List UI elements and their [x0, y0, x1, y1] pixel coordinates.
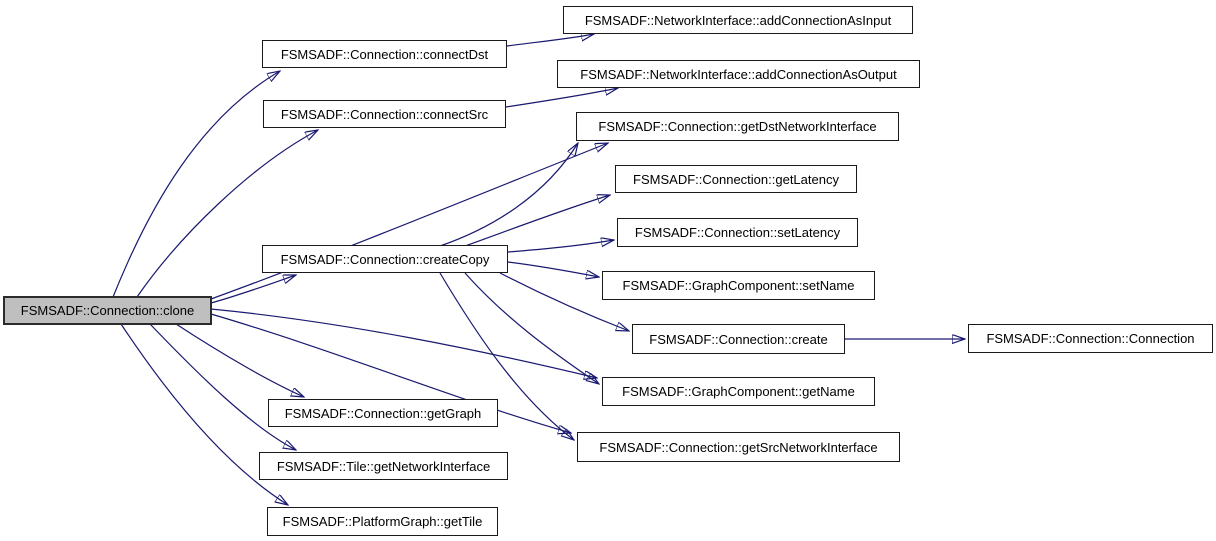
edge-clone-to-tileGetNetworkInterface — [149, 323, 296, 450]
node-connection-getSrcNetworkInterface[interactable]: FSMSADF::Connection::getSrcNetworkInterf… — [577, 432, 900, 462]
node-connection-create-label: FSMSADF::Connection::create — [649, 331, 828, 347]
edge-clone-to-createCopy — [210, 275, 296, 304]
node-connection-getLatency-label: FSMSADF::Connection::getLatency — [633, 171, 839, 187]
node-networkInterface-addConnectionAsInput[interactable]: FSMSADF::NetworkInterface::addConnection… — [563, 6, 913, 34]
node-graphComponent-getName[interactable]: FSMSADF::GraphComponent::getName — [602, 377, 875, 406]
node-connection-getSrcNetworkInterface-label: FSMSADF::Connection::getSrcNetworkInterf… — [599, 439, 878, 455]
node-connection-clone-label: FSMSADF::Connection::clone — [20, 303, 195, 318]
node-connection-getDstNetworkInterface[interactable]: FSMSADF::Connection::getDstNetworkInterf… — [576, 112, 899, 141]
node-networkInterface-addConnectionAsOutput[interactable]: FSMSADF::NetworkInterface::addConnection… — [557, 60, 920, 88]
edge-createCopy-to-setName — [507, 261, 599, 277]
node-connection-connectSrc-label: FSMSADF::Connection::connectSrc — [280, 106, 489, 122]
edge-createCopy-to-create — [499, 272, 629, 331]
edge-createCopy-to-getName — [464, 272, 599, 384]
node-tile-getNetworkInterface-label: FSMSADF::Tile::getNetworkInterface — [276, 458, 491, 474]
edge-createCopy-to-getLatency — [464, 195, 610, 247]
node-connection-connectSrc[interactable]: FSMSADF::Connection::connectSrc — [263, 100, 506, 128]
edge-connectSrc-to-addConnectionAsOutput — [505, 88, 618, 108]
edge-createCopy-to-getDstNetworkInterface — [439, 143, 578, 247]
node-connection-getGraph-label: FSMSADF::Connection::getGraph — [284, 405, 482, 421]
edge-clone-to-connectDst — [112, 71, 280, 298]
node-connection-getLatency[interactable]: FSMSADF::Connection::getLatency — [615, 165, 857, 193]
node-connection-create[interactable]: FSMSADF::Connection::create — [632, 324, 845, 354]
edge-clone-to-getGraph — [175, 323, 304, 397]
node-connection-clone: FSMSADF::Connection::clone — [3, 296, 212, 325]
edge-createCopy-to-getSrcNetworkInterface — [439, 272, 574, 440]
node-connection-setLatency-label: FSMSADF::Connection::setLatency — [634, 225, 841, 240]
node-connection-createCopy-label: FSMSADF::Connection::createCopy — [280, 251, 490, 267]
edge-clone-to-platformGetTile — [120, 323, 288, 505]
node-platformGraph-getTile[interactable]: FSMSADF::PlatformGraph::getTile — [267, 507, 498, 536]
node-connection-createCopy[interactable]: FSMSADF::Connection::createCopy — [262, 245, 508, 273]
node-platformGraph-getTile-label: FSMSADF::PlatformGraph::getTile — [282, 514, 483, 529]
node-connection-connection-label: FSMSADF::Connection::Connection — [986, 331, 1195, 346]
node-connection-connectDst-label: FSMSADF::Connection::connectDst — [280, 46, 489, 62]
node-graphComponent-setName-label: FSMSADF::GraphComponent::setName — [622, 278, 855, 293]
node-tile-getNetworkInterface[interactable]: FSMSADF::Tile::getNetworkInterface — [259, 452, 508, 480]
node-connection-connection[interactable]: FSMSADF::Connection::Connection — [968, 324, 1213, 353]
node-connection-getDstNetworkInterface-label: FSMSADF::Connection::getDstNetworkInterf… — [598, 119, 877, 134]
node-connection-setLatency[interactable]: FSMSADF::Connection::setLatency — [617, 218, 858, 247]
node-networkInterface-addConnectionAsOutput-label: FSMSADF::NetworkInterface::addConnection… — [580, 66, 897, 82]
node-graphComponent-getName-label: FSMSADF::GraphComponent::getName — [622, 384, 855, 399]
node-connection-connectDst[interactable]: FSMSADF::Connection::connectDst — [262, 40, 507, 68]
node-graphComponent-setName[interactable]: FSMSADF::GraphComponent::setName — [602, 271, 875, 300]
edge-createCopy-to-setLatency — [507, 240, 614, 253]
edge-connectDst-to-addConnectionAsInput — [506, 34, 594, 47]
edge-clone-to-getDstNetworkInterface — [210, 143, 608, 300]
edge-clone-to-getName — [210, 308, 597, 378]
node-connection-getGraph[interactable]: FSMSADF::Connection::getGraph — [268, 399, 498, 427]
edge-clone-to-connectSrc — [136, 130, 318, 298]
node-networkInterface-addConnectionAsInput-label: FSMSADF::NetworkInterface::addConnection… — [584, 12, 892, 28]
edge-clone-to-getSrcNetworkInterface — [210, 313, 571, 433]
